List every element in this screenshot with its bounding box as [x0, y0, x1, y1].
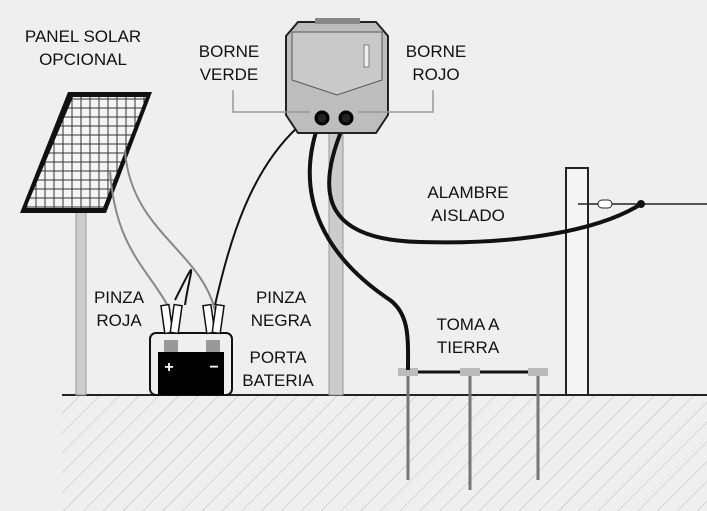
- solar-panel-label-1: PANEL SOLAR: [25, 27, 141, 46]
- fence-feed-wire: [327, 119, 643, 245]
- solar-panel-post: [75, 199, 87, 396]
- green-terminal-label-1: BORNE: [199, 42, 259, 61]
- panel-wire-negative: [124, 149, 216, 311]
- green-terminal: [314, 110, 330, 126]
- green-terminal-callout: [232, 90, 310, 113]
- ground-label-2: TIERRA: [437, 338, 500, 357]
- black-clamp-label-2: NEGRA: [251, 311, 312, 330]
- black-clamp: [202, 303, 225, 352]
- red-terminal-label-2: ROJO: [412, 65, 459, 84]
- ground-wire: [307, 119, 411, 371]
- battery: [158, 352, 224, 395]
- battery-holder-label-2: BATERIA: [242, 371, 314, 390]
- battery-wire: [214, 124, 301, 306]
- energizer: [285, 18, 389, 134]
- insulated-wire-label-1: ALAMBRE: [427, 183, 508, 202]
- insulated-wire-label-2: AISLADO: [431, 206, 505, 225]
- red-terminal-label-1: BORNE: [406, 42, 466, 61]
- green-terminal-label-2: VERDE: [200, 65, 259, 84]
- ground-rods: [398, 368, 548, 490]
- red-terminal: [338, 110, 354, 126]
- red-terminal-callout: [358, 90, 434, 113]
- red-clamp-label-2: ROJA: [96, 311, 142, 330]
- red-clamp: [160, 303, 183, 352]
- red-clamp-label-1: PINZA: [94, 288, 145, 307]
- battery-minus: −: [209, 359, 218, 376]
- battery-plus: +: [164, 359, 173, 376]
- ground-label-1: TOMA A: [437, 315, 501, 334]
- clamp-wire: [174, 269, 193, 306]
- battery-holder-label-1: PORTA: [250, 348, 308, 367]
- insulator: [597, 199, 613, 209]
- solar-panel: [20, 92, 152, 213]
- fence-post: [565, 167, 589, 396]
- solar-panel-label-2: OPCIONAL: [39, 50, 127, 69]
- panel-wire-positive: [109, 169, 171, 311]
- black-clamp-label-1: PINZA: [256, 288, 307, 307]
- ground-soil: [62, 395, 707, 511]
